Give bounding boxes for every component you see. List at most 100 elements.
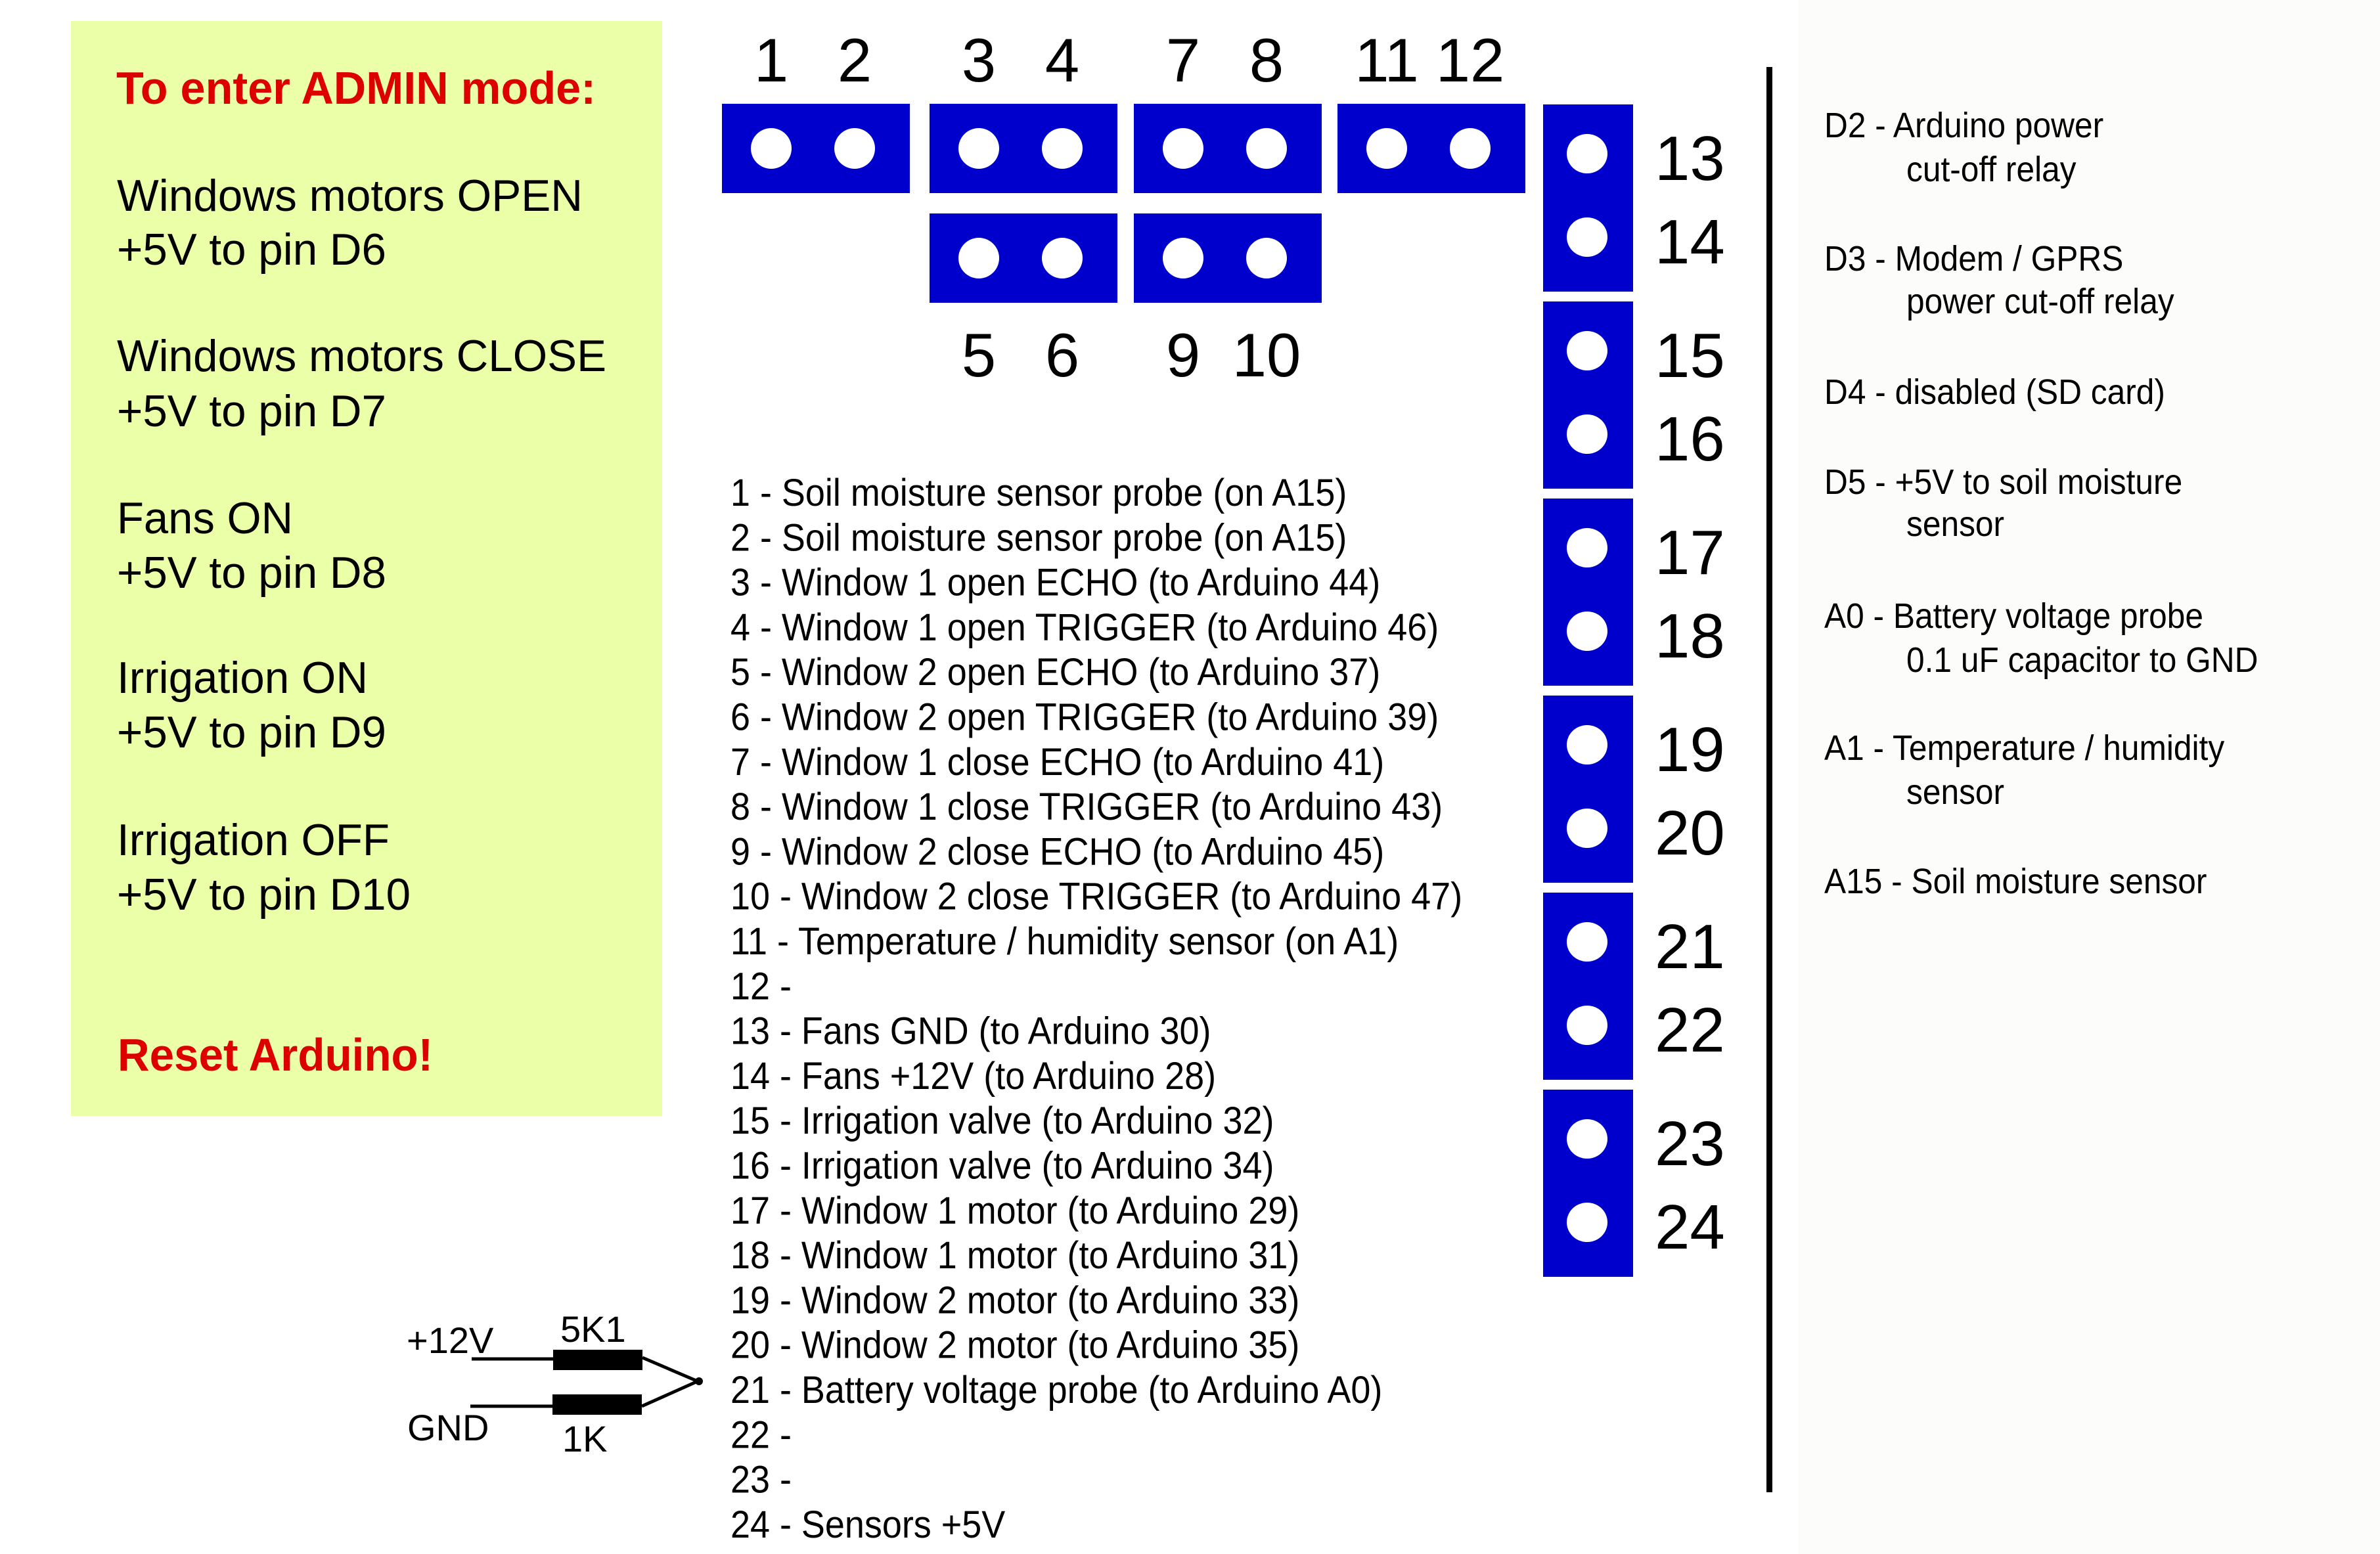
- ground-label: GND: [407, 1407, 489, 1448]
- pin-description-item: 3 - Window 1 open ECHO (to Arduino 44): [730, 561, 1380, 604]
- header-block: [1543, 301, 1633, 489]
- pin-hole-4: [1042, 128, 1083, 169]
- legend-entry-title: A1 - Temperature / humidity: [1824, 728, 2224, 767]
- upper-resistor-value: 5K1: [560, 1308, 626, 1350]
- admin-action-irrigation-on: Irrigation ON: [117, 653, 368, 703]
- pin-hole-5: [958, 238, 999, 278]
- header-block: [722, 104, 910, 193]
- pin-description-item: 8 - Window 1 close TRIGGER (to Arduino 4…: [730, 785, 1443, 828]
- pin-number-2: 2: [838, 26, 872, 95]
- legend-entry-title: D4 - disabled (SD card): [1824, 372, 2165, 411]
- pin-description-item: 6 - Window 2 open TRIGGER (to Arduino 39…: [730, 696, 1439, 738]
- upper-resistor-symbol: [553, 1350, 642, 1370]
- pin-hole-3: [958, 128, 999, 169]
- admin-panel-background: [71, 21, 662, 1116]
- admin-panel-title: To enter ADMIN mode:: [116, 62, 596, 114]
- vertical-divider: [1766, 67, 1772, 1492]
- pin-hole-22: [1567, 1006, 1607, 1045]
- header-block: [1337, 104, 1525, 193]
- legend-entry-title: A0 - Battery voltage probe: [1824, 596, 2203, 635]
- header-block: [1543, 104, 1633, 292]
- pin-number-16: 16: [1655, 404, 1725, 474]
- pin-number-24: 24: [1655, 1192, 1725, 1262]
- pin-number-20: 20: [1655, 798, 1725, 868]
- pin-hole-11: [1366, 128, 1407, 169]
- pin-description-item: 24 - Sensors +5V: [730, 1503, 1006, 1545]
- pin-description-item: 23 -: [730, 1458, 792, 1501]
- legend-entry-detail: 0.1 uF capacitor to GND: [1906, 640, 2258, 679]
- admin-mode-panel: To enter ADMIN mode: Windows motors OPEN…: [71, 21, 662, 1116]
- pin-hole-19: [1567, 725, 1607, 765]
- pin-number-4: 4: [1045, 26, 1079, 95]
- pin-number-6: 6: [1045, 321, 1079, 389]
- pin-hole-16: [1567, 414, 1607, 454]
- pin-hole-12: [1450, 128, 1491, 169]
- pin-description-item: 13 - Fans GND (to Arduino 30): [730, 1010, 1211, 1052]
- header-block: [1543, 696, 1633, 883]
- admin-instruction-d6: +5V to pin D6: [117, 225, 386, 275]
- pin-description-item: 15 - Irrigation valve (to Arduino 32): [730, 1099, 1274, 1142]
- admin-action-fans-on: Fans ON: [117, 493, 293, 543]
- supply-label: +12V: [407, 1320, 494, 1361]
- pin-number-14: 14: [1655, 207, 1725, 277]
- pin-hole-7: [1163, 128, 1203, 169]
- header-block: [1543, 893, 1633, 1080]
- pin-description-item: 7 - Window 1 close ECHO (to Arduino 41): [730, 740, 1384, 783]
- lower-resistor-symbol: [552, 1394, 642, 1415]
- pin-hole-10: [1246, 238, 1287, 278]
- pin-number-23: 23: [1655, 1109, 1725, 1179]
- pin-description-item: 2 - Soil moisture sensor probe (on A15): [730, 516, 1347, 558]
- pin-number-13: 13: [1655, 123, 1725, 194]
- pin-hole-2: [834, 128, 875, 169]
- pin-hole-24: [1567, 1203, 1607, 1242]
- junction-node-icon: [695, 1377, 703, 1385]
- admin-instruction-d9: +5V to pin D9: [117, 707, 386, 757]
- pin-description-item: 16 - Irrigation valve (to Arduino 34): [730, 1144, 1274, 1187]
- legend-entry-title: D2 - Arduino power: [1824, 105, 2103, 144]
- pin-hole-1: [751, 128, 792, 169]
- header-block: [1134, 213, 1322, 303]
- pin-hole-13: [1567, 134, 1607, 173]
- lower-resistor-value: 1K: [562, 1418, 608, 1459]
- pin-description-item: 21 - Battery voltage probe (to Arduino A…: [730, 1368, 1382, 1411]
- pin-number-22: 22: [1655, 995, 1725, 1065]
- legend-entry: A0 - Battery voltage probe 0.1 uF capacit…: [1824, 596, 2258, 679]
- legend-background: [1798, 0, 2380, 1554]
- legend-entry-title: D5 - +5V to soil moisture: [1824, 462, 2182, 501]
- voltage-divider-schematic: +12V 5K1 GND 1K: [407, 1308, 703, 1459]
- pin-description-item: 9 - Window 2 close ECHO (to Arduino 45): [730, 830, 1384, 873]
- pin-number-8: 8: [1249, 26, 1284, 95]
- pin-hole-23: [1567, 1119, 1607, 1159]
- legend-entry-detail: cut-off relay: [1906, 149, 2077, 189]
- upper-resistor-lead: [642, 1356, 698, 1383]
- legend-entry-detail: power cut-off relay: [1906, 281, 2174, 321]
- pin-number-9: 9: [1166, 321, 1200, 389]
- header-block: [1134, 104, 1322, 193]
- pin-hole-6: [1042, 238, 1083, 278]
- legend-entry-detail: sensor: [1906, 772, 2004, 811]
- pin-description-item: 19 - Window 2 motor (to Arduino 33): [730, 1279, 1299, 1321]
- pin-number-1: 1: [754, 26, 788, 95]
- pin-description-item: 10 - Window 2 close TRIGGER (to Arduino …: [730, 875, 1462, 918]
- header-block: [1543, 499, 1633, 686]
- pin-number-3: 3: [962, 26, 996, 95]
- pin-number-18: 18: [1655, 601, 1725, 671]
- pin-number-7: 7: [1166, 26, 1200, 95]
- pin-hole-18: [1567, 611, 1607, 651]
- admin-action-irrigation-off: Irrigation OFF: [117, 815, 390, 865]
- pin-number-21: 21: [1655, 912, 1725, 982]
- legend-entry: D4 - disabled (SD card): [1824, 372, 2165, 411]
- pin-number-19: 19: [1655, 715, 1725, 785]
